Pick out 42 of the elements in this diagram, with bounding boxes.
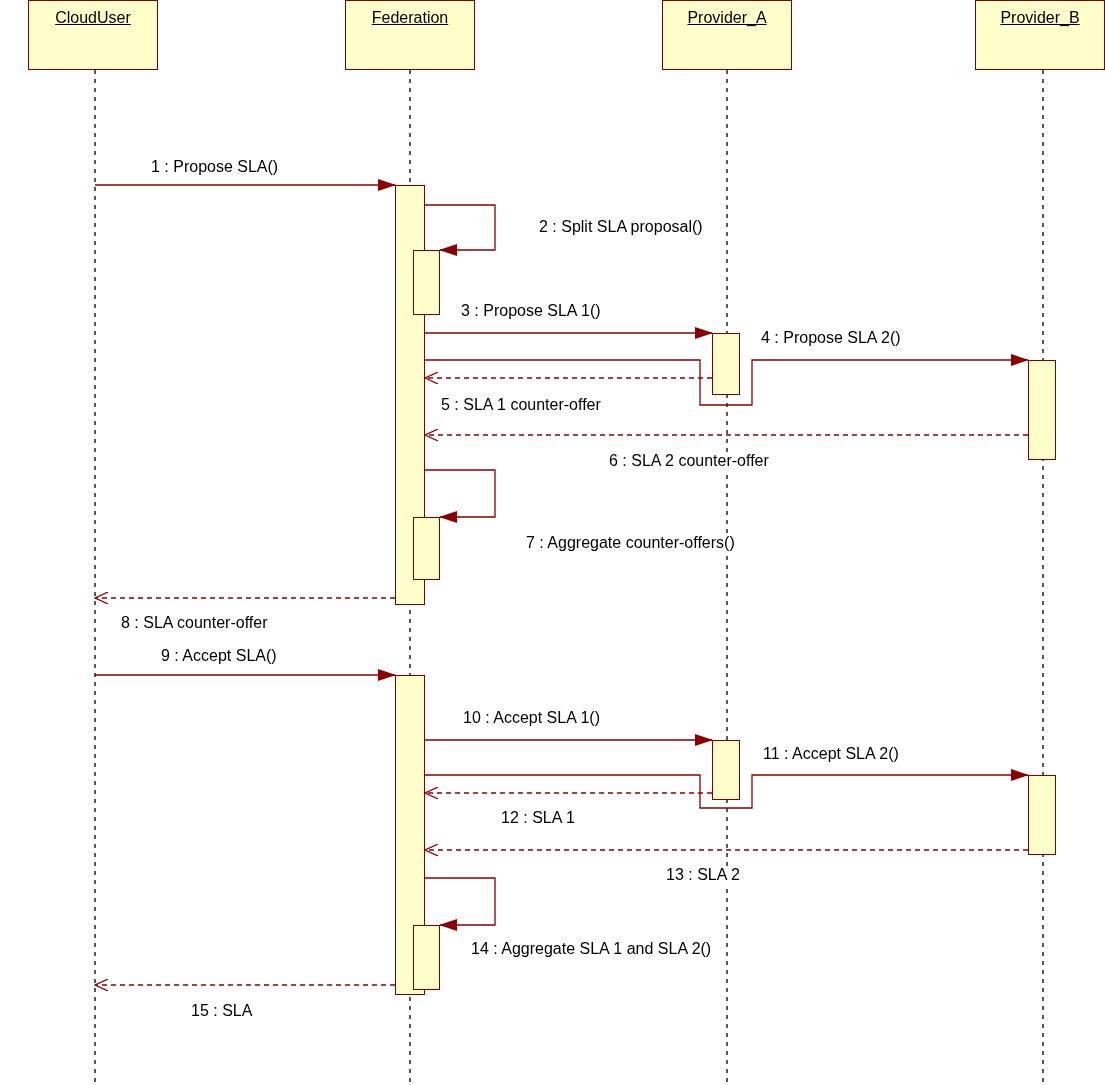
message-label: 11 : Accept SLA 2()	[762, 745, 900, 763]
message-label: 10 : Accept SLA 1()	[462, 709, 601, 727]
participant-name: CloudUser	[55, 9, 131, 27]
lifeline-head-box	[975, 0, 1105, 70]
message-arrow	[424, 327, 713, 339]
message-label: 13 : SLA 2	[665, 866, 741, 884]
message-arrow	[424, 204, 496, 256]
message-arrow	[424, 354, 1029, 406]
message-label: 6 : SLA 2 counter-offer	[608, 452, 770, 470]
activation-bar	[413, 517, 440, 580]
message-arrow	[424, 769, 1029, 809]
return-message-arrow	[424, 786, 713, 800]
message-label: 14 : Aggregate SLA 1 and SLA 2()	[470, 940, 713, 958]
lifeline-head-box	[345, 0, 475, 70]
message-arrow	[94, 669, 396, 681]
lifeline-head-box	[662, 0, 792, 70]
activation-bar	[395, 675, 425, 995]
message-label: 4 : Propose SLA 2()	[760, 329, 902, 347]
message-arrow	[424, 734, 713, 746]
return-message-arrow	[94, 591, 396, 605]
activation-bar	[1028, 775, 1056, 855]
return-message-arrow	[424, 843, 1029, 857]
message-label: 7 : Aggregate counter-offers()	[525, 534, 736, 552]
message-arrow	[424, 469, 496, 523]
participant-name: Provider_A	[687, 9, 767, 27]
activation-bar	[1028, 360, 1056, 460]
activation-bar	[712, 333, 740, 395]
return-message-arrow	[94, 978, 396, 992]
activation-bar	[413, 250, 440, 315]
message-label: 3 : Propose SLA 1()	[460, 302, 602, 320]
message-label: 1 : Propose SLA()	[150, 158, 280, 176]
activation-bar	[413, 925, 440, 990]
message-arrow	[94, 179, 396, 191]
participant-name: Provider_B	[1000, 9, 1080, 27]
return-message-arrow	[424, 428, 1029, 442]
message-arrow	[424, 877, 496, 931]
message-label: 9 : Accept SLA()	[160, 647, 278, 665]
participant-name: Federation	[371, 9, 449, 27]
message-label: 2 : Split SLA proposal()	[538, 218, 704, 236]
activation-bar	[712, 740, 740, 800]
return-message-arrow	[424, 371, 713, 385]
lifeline-head-box	[28, 0, 158, 70]
